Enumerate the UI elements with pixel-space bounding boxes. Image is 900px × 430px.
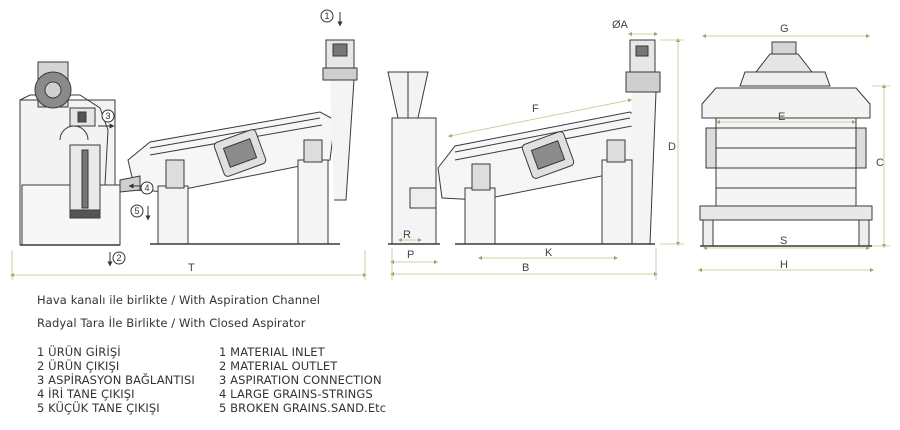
dim-label-E: E <box>778 111 785 123</box>
callout-markers: 1 3 2 4 5 <box>101 9 334 265</box>
callout-3: 3 <box>105 111 110 121</box>
dim-label-B: B <box>522 262 529 274</box>
legend-tr-item: 2 ÜRÜN ÇIKIŞI <box>37 359 120 373</box>
view-closed-aspirator <box>387 39 661 245</box>
callout-1: 1 <box>324 11 329 21</box>
legend-en-item: 5 BROKEN GRAINS.SAND.Etc <box>219 401 387 415</box>
legend-en-item: 3 ASPIRATION CONNECTION <box>219 373 382 387</box>
callout-2: 2 <box>116 253 121 263</box>
dim-label-H: H <box>780 259 788 271</box>
dimensions-view-3 <box>698 34 890 272</box>
legend-tr-item: 5 KÜÇÜK TANE ÇIKIŞI <box>37 401 160 415</box>
view-aspiration-channel <box>19 39 358 246</box>
dim-label-C: C <box>876 157 884 169</box>
dimension-T <box>10 250 367 280</box>
dimensions-view-2 <box>390 32 684 280</box>
legend-en-item: 2 MATERIAL OUTLET <box>219 359 338 373</box>
dim-label-G: G <box>780 23 789 35</box>
dim-label-F: F <box>532 103 539 115</box>
legend-en-item: 1 MATERIAL INLET <box>219 345 325 359</box>
legend-en-item: 4 LARGE GRAINS-STRINGS <box>219 387 373 401</box>
legend-tr-item: 3 ASPİRASYON BAĞLANTISI <box>37 373 195 387</box>
dim-label-D: D <box>668 141 676 153</box>
callout-4: 4 <box>144 183 149 193</box>
caption-closed-aspirator: Radyal Tara İle Birlikte / With Closed A… <box>37 316 306 330</box>
legend-tr-item: 4 İRİ TANE ÇIKIŞI <box>37 387 135 401</box>
dim-label-P: P <box>407 249 414 261</box>
dim-label-S: S <box>780 235 787 247</box>
technical-drawing: 1 3 2 4 5 T <box>10 9 890 280</box>
legend-english: 1 MATERIAL INLET 2 MATERIAL OUTLET 3 ASP… <box>219 345 386 415</box>
dim-label-T: T <box>188 262 195 274</box>
caption-aspiration-channel: Hava kanalı ile birlikte / With Aspirati… <box>37 293 321 307</box>
flow-arrows <box>98 12 343 267</box>
legend-turkish: 1 ÜRÜN GİRİŞİ 2 ÜRÜN ÇIKIŞI 3 ASPİRASYON… <box>37 345 195 415</box>
dim-label-K: K <box>545 247 553 259</box>
dim-label-A: ØA <box>612 19 629 31</box>
legend-tr-item: 1 ÜRÜN GİRİŞİ <box>37 345 121 359</box>
view-front <box>699 41 873 247</box>
dim-label-R: R <box>403 229 411 241</box>
callout-5: 5 <box>134 206 139 216</box>
